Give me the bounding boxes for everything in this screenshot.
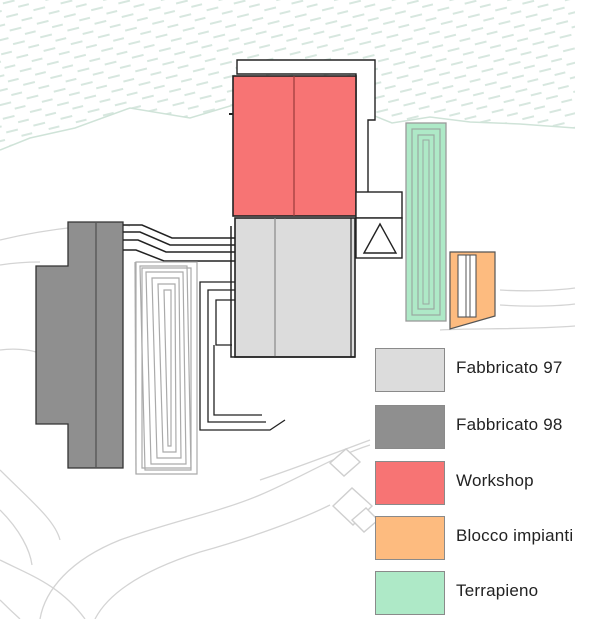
spiral-ramp [134,261,198,475]
legend-label-workshop: Workshop [456,471,534,490]
light-gray-swatch-icon [375,348,445,392]
legend-item-workshop: Workshop [375,461,600,507]
legend-label-terrapieno: Terrapieno [456,581,539,600]
walkway-outline [199,281,286,431]
building-fabbricato-98 [35,221,124,469]
red-swatch-icon [375,461,445,505]
orange-swatch-icon [375,516,445,560]
legend-label-fabbricato-97: Fabbricato 97 [456,358,563,377]
legend-item-fabbricato-97: Fabbricato 97 [375,348,600,394]
link-block [355,191,403,259]
blocco-impianti [449,251,496,330]
legend-label-fabbricato-98: Fabbricato 98 [456,415,563,434]
terrapieno [405,122,447,322]
small-structures [328,448,380,533]
legend-label-blocco-impianti: Blocco impianti [456,526,574,545]
dark-gray-swatch-icon [375,405,445,449]
legend-item-blocco-impianti: Blocco impianti [375,516,600,562]
building-workshop [229,75,357,217]
legend-item-terrapieno: Terrapieno [375,571,600,617]
building-fabbricato-97 [230,217,356,358]
green-swatch-icon [375,571,445,615]
connector-corridor [123,224,237,262]
legend-item-fabbricato-98: Fabbricato 98 [375,405,600,451]
